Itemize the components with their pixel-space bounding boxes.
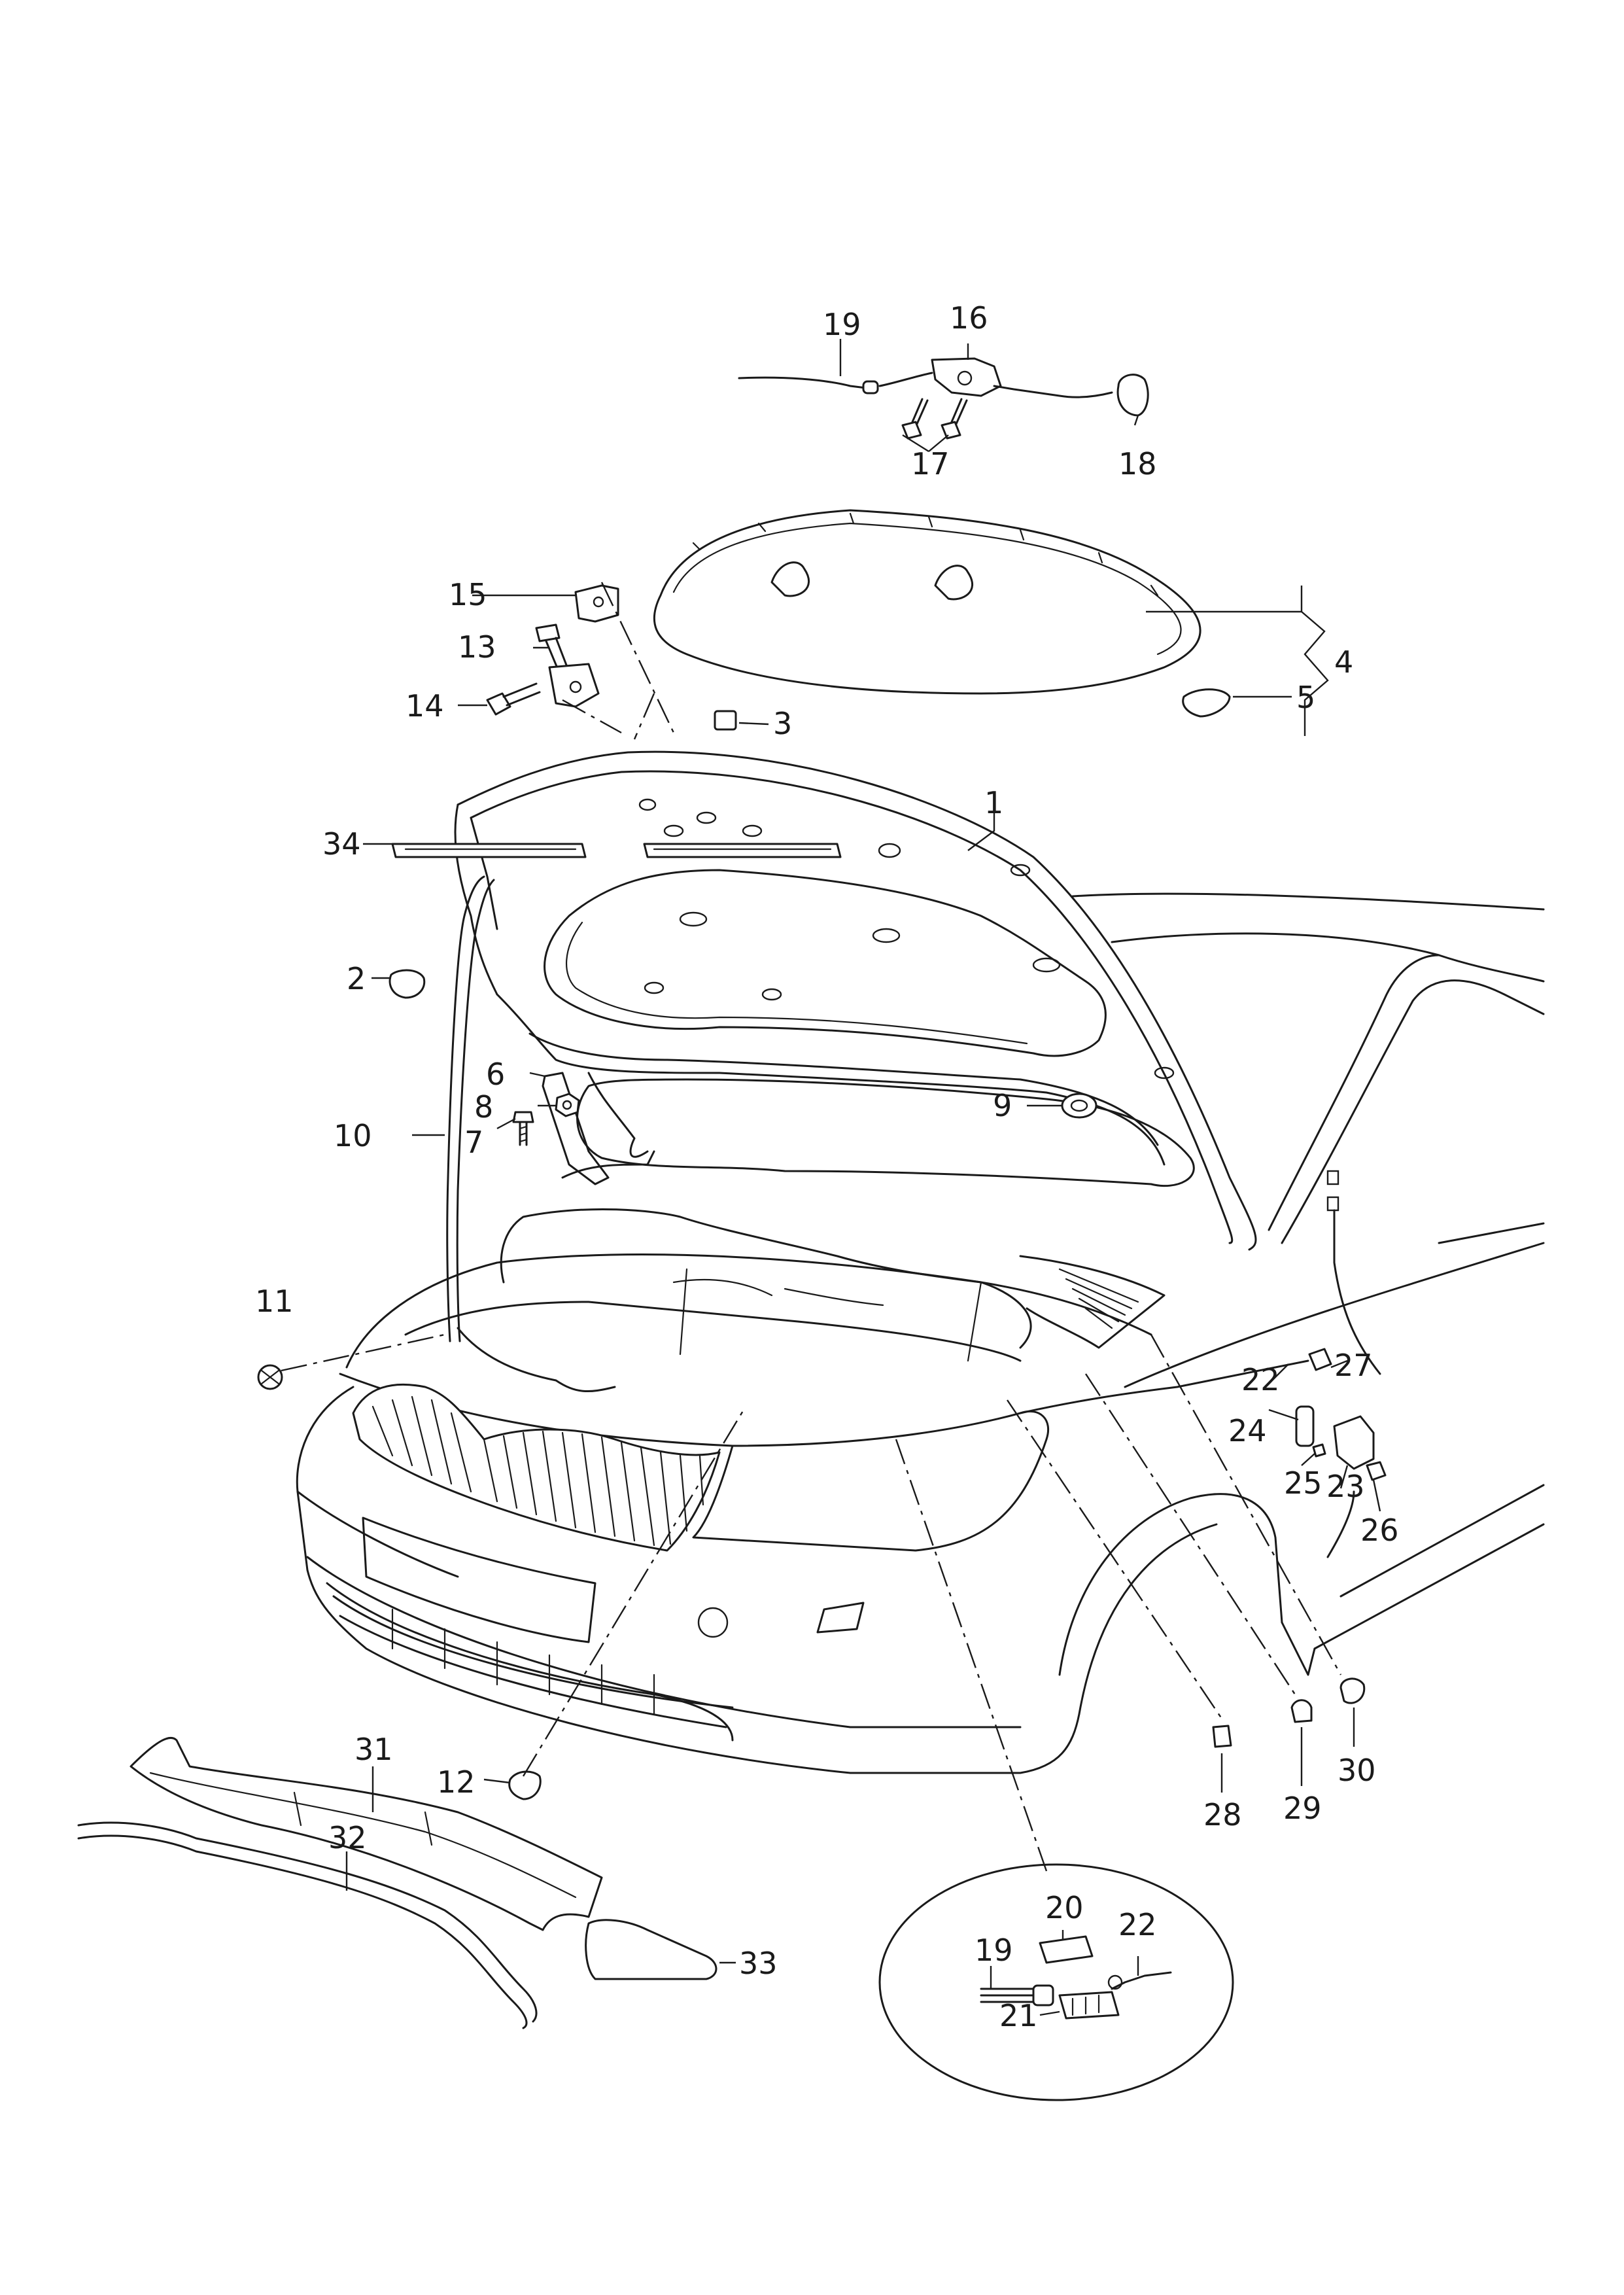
label-16: 16 bbox=[950, 300, 988, 336]
label-19-detail: 19 bbox=[975, 1933, 1013, 1968]
leader-lines bbox=[345, 339, 1381, 2016]
part-20-block bbox=[1039, 1935, 1094, 1964]
label-34: 34 bbox=[322, 826, 361, 862]
label-13: 13 bbox=[458, 629, 496, 665]
hood-insulation-part-4 bbox=[653, 509, 1201, 695]
part-6-lock-bracket bbox=[542, 1072, 610, 1185]
label-31: 31 bbox=[354, 1732, 393, 1767]
label-33: 33 bbox=[739, 1946, 778, 1981]
label-20: 20 bbox=[1045, 1890, 1084, 1925]
label-12: 12 bbox=[437, 1764, 475, 1800]
label-29: 29 bbox=[1283, 1791, 1322, 1826]
assembly-lines bbox=[281, 582, 1342, 1872]
label-6: 6 bbox=[486, 1057, 505, 1092]
part-5-pad bbox=[1182, 688, 1231, 718]
label-26: 26 bbox=[1360, 1513, 1399, 1548]
label-3: 3 bbox=[773, 706, 792, 741]
label-17: 17 bbox=[911, 446, 950, 482]
part-33-cover bbox=[585, 1919, 717, 1980]
part-16-lock bbox=[931, 357, 1113, 398]
detail-ellipse bbox=[878, 1863, 1234, 2101]
part-8-nut bbox=[555, 1093, 580, 1117]
part-30-clip bbox=[1339, 1677, 1366, 1704]
label-27: 27 bbox=[1334, 1348, 1373, 1383]
part-18-handle bbox=[1116, 374, 1149, 417]
hood-part-1 bbox=[454, 750, 1257, 1251]
part-24-spring bbox=[1295, 1405, 1315, 1447]
part-28-clip bbox=[1212, 1725, 1232, 1748]
callout-labels: 19 16 17 18 15 13 14 3 4 5 1 34 2 6 8 7 … bbox=[255, 300, 1399, 2033]
part-21-connector bbox=[1058, 1991, 1120, 2020]
part-19-cable bbox=[738, 376, 878, 391]
label-30: 30 bbox=[1338, 1753, 1376, 1788]
label-11: 11 bbox=[255, 1284, 294, 1319]
label-9: 9 bbox=[993, 1088, 1012, 1123]
part-17-bolts bbox=[901, 398, 968, 440]
car-body bbox=[296, 892, 1545, 1774]
part-2-bump-stop bbox=[389, 969, 426, 999]
part-23-bracket bbox=[1333, 1415, 1375, 1470]
label-10: 10 bbox=[334, 1118, 372, 1153]
label-25: 25 bbox=[1284, 1465, 1322, 1501]
part-11-clip bbox=[257, 1364, 283, 1390]
label-4: 4 bbox=[1334, 644, 1353, 680]
label-22-detail: 22 bbox=[1118, 1907, 1157, 1942]
label-22: 22 bbox=[1241, 1362, 1280, 1397]
part-3-clip bbox=[714, 710, 737, 731]
part-25-screw bbox=[1312, 1443, 1326, 1458]
label-28: 28 bbox=[1203, 1797, 1242, 1832]
part-9-grommet bbox=[1061, 1093, 1097, 1119]
part-27-clip bbox=[1308, 1348, 1332, 1371]
part-10-prop-rod bbox=[446, 875, 485, 1342]
label-2: 2 bbox=[347, 961, 366, 996]
part-26-clip bbox=[1366, 1461, 1387, 1481]
label-24: 24 bbox=[1228, 1413, 1267, 1448]
part-13-hinge bbox=[535, 623, 600, 708]
part-32-seal bbox=[77, 1821, 538, 2029]
part-34-strips bbox=[391, 843, 842, 858]
label-18: 18 bbox=[1118, 446, 1157, 482]
label-8: 8 bbox=[474, 1089, 493, 1125]
part-29-clip bbox=[1290, 1699, 1313, 1723]
label-23: 23 bbox=[1326, 1469, 1365, 1504]
label-5: 5 bbox=[1296, 680, 1315, 715]
label-1: 1 bbox=[984, 785, 1003, 820]
part-7-bolt bbox=[512, 1111, 534, 1146]
label-7: 7 bbox=[464, 1125, 483, 1160]
label-32: 32 bbox=[328, 1820, 367, 1855]
part-12-clip bbox=[508, 1770, 542, 1800]
cowl-grate bbox=[1058, 1268, 1139, 1329]
part-31-cowl-panel bbox=[130, 1736, 603, 1931]
label-21: 21 bbox=[999, 1998, 1038, 2033]
part-14-bolt bbox=[486, 682, 541, 716]
label-14: 14 bbox=[406, 688, 444, 724]
label-19-top: 19 bbox=[823, 307, 861, 342]
grille-slats bbox=[371, 1395, 704, 1547]
label-15: 15 bbox=[449, 577, 487, 612]
